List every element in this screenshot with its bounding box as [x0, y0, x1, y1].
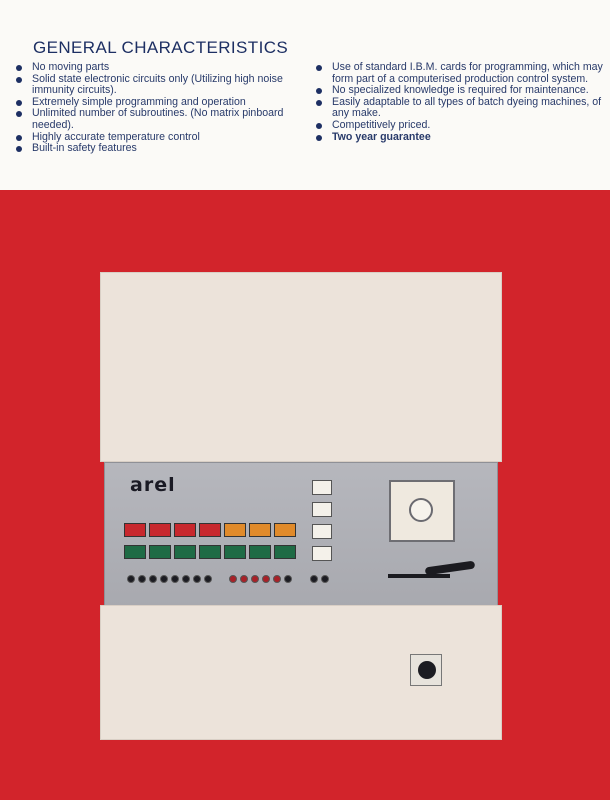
page-title: GENERAL CHARACTERISTICS — [33, 38, 289, 57]
text-section: GENERAL CHARACTERISTICS No moving parts … — [0, 0, 610, 190]
panel-key — [124, 523, 146, 537]
cabinet-upper — [100, 272, 502, 462]
panel-key — [174, 545, 196, 559]
list-item: Two year guarantee — [316, 131, 606, 144]
indicator-light — [229, 575, 237, 583]
indicator-light — [204, 575, 212, 583]
indicator-light — [127, 575, 135, 583]
panel-key — [124, 545, 146, 559]
panel-key — [149, 523, 171, 537]
list-item: No moving parts — [16, 61, 286, 74]
rotary-switch — [410, 654, 442, 686]
panel-key — [199, 545, 221, 559]
indicator-light — [171, 575, 179, 583]
panel-key — [249, 545, 271, 559]
panel-key — [274, 523, 296, 537]
indicator-light — [149, 575, 157, 583]
lever-bar — [388, 574, 450, 578]
panel-key — [224, 523, 246, 537]
indicator-light — [262, 575, 270, 583]
list-item: Easily adaptable to all types of batch d… — [316, 96, 606, 120]
indicator-light — [251, 575, 259, 583]
switch-knob-icon — [418, 661, 436, 679]
list-item: Solid state electronic circuits only (Ut… — [16, 73, 286, 97]
indicator-light — [273, 575, 281, 583]
indicator-light — [240, 575, 248, 583]
panel-key — [199, 523, 221, 537]
characteristics-list-right: Use of standard I.B.M. cards for program… — [316, 61, 606, 144]
panel-white-button — [312, 480, 332, 495]
list-item: Built-in safety features — [16, 143, 286, 155]
indicator-light — [193, 575, 201, 583]
list-item: No specialized knowledge is required for… — [316, 85, 606, 97]
panel-key — [224, 545, 246, 559]
indicator-light — [310, 575, 318, 583]
panel-key — [274, 545, 296, 559]
list-item: Competitively priced. — [316, 119, 606, 132]
list-item: Highly accurate temperature control — [16, 131, 286, 144]
panel-white-button — [312, 524, 332, 539]
indicator-light — [160, 575, 168, 583]
panel-white-button — [312, 546, 332, 561]
characteristics-list-left: No moving parts Solid state electronic c… — [16, 61, 286, 155]
arel-logo: arel — [130, 474, 176, 496]
list-item: Use of standard I.B.M. cards for program… — [316, 61, 606, 85]
list-item: Extremely simple programming and operati… — [16, 96, 286, 109]
panel-white-button — [312, 502, 332, 517]
gauge-dial-icon — [409, 498, 433, 522]
temperature-gauge — [389, 480, 455, 542]
indicator-light — [284, 575, 292, 583]
panel-key — [174, 523, 196, 537]
indicator-light — [182, 575, 190, 583]
panel-key — [249, 523, 271, 537]
indicator-light — [321, 575, 329, 583]
indicator-light — [138, 575, 146, 583]
list-item: Unlimited number of subroutines. (No mat… — [16, 108, 286, 131]
panel-key — [149, 545, 171, 559]
